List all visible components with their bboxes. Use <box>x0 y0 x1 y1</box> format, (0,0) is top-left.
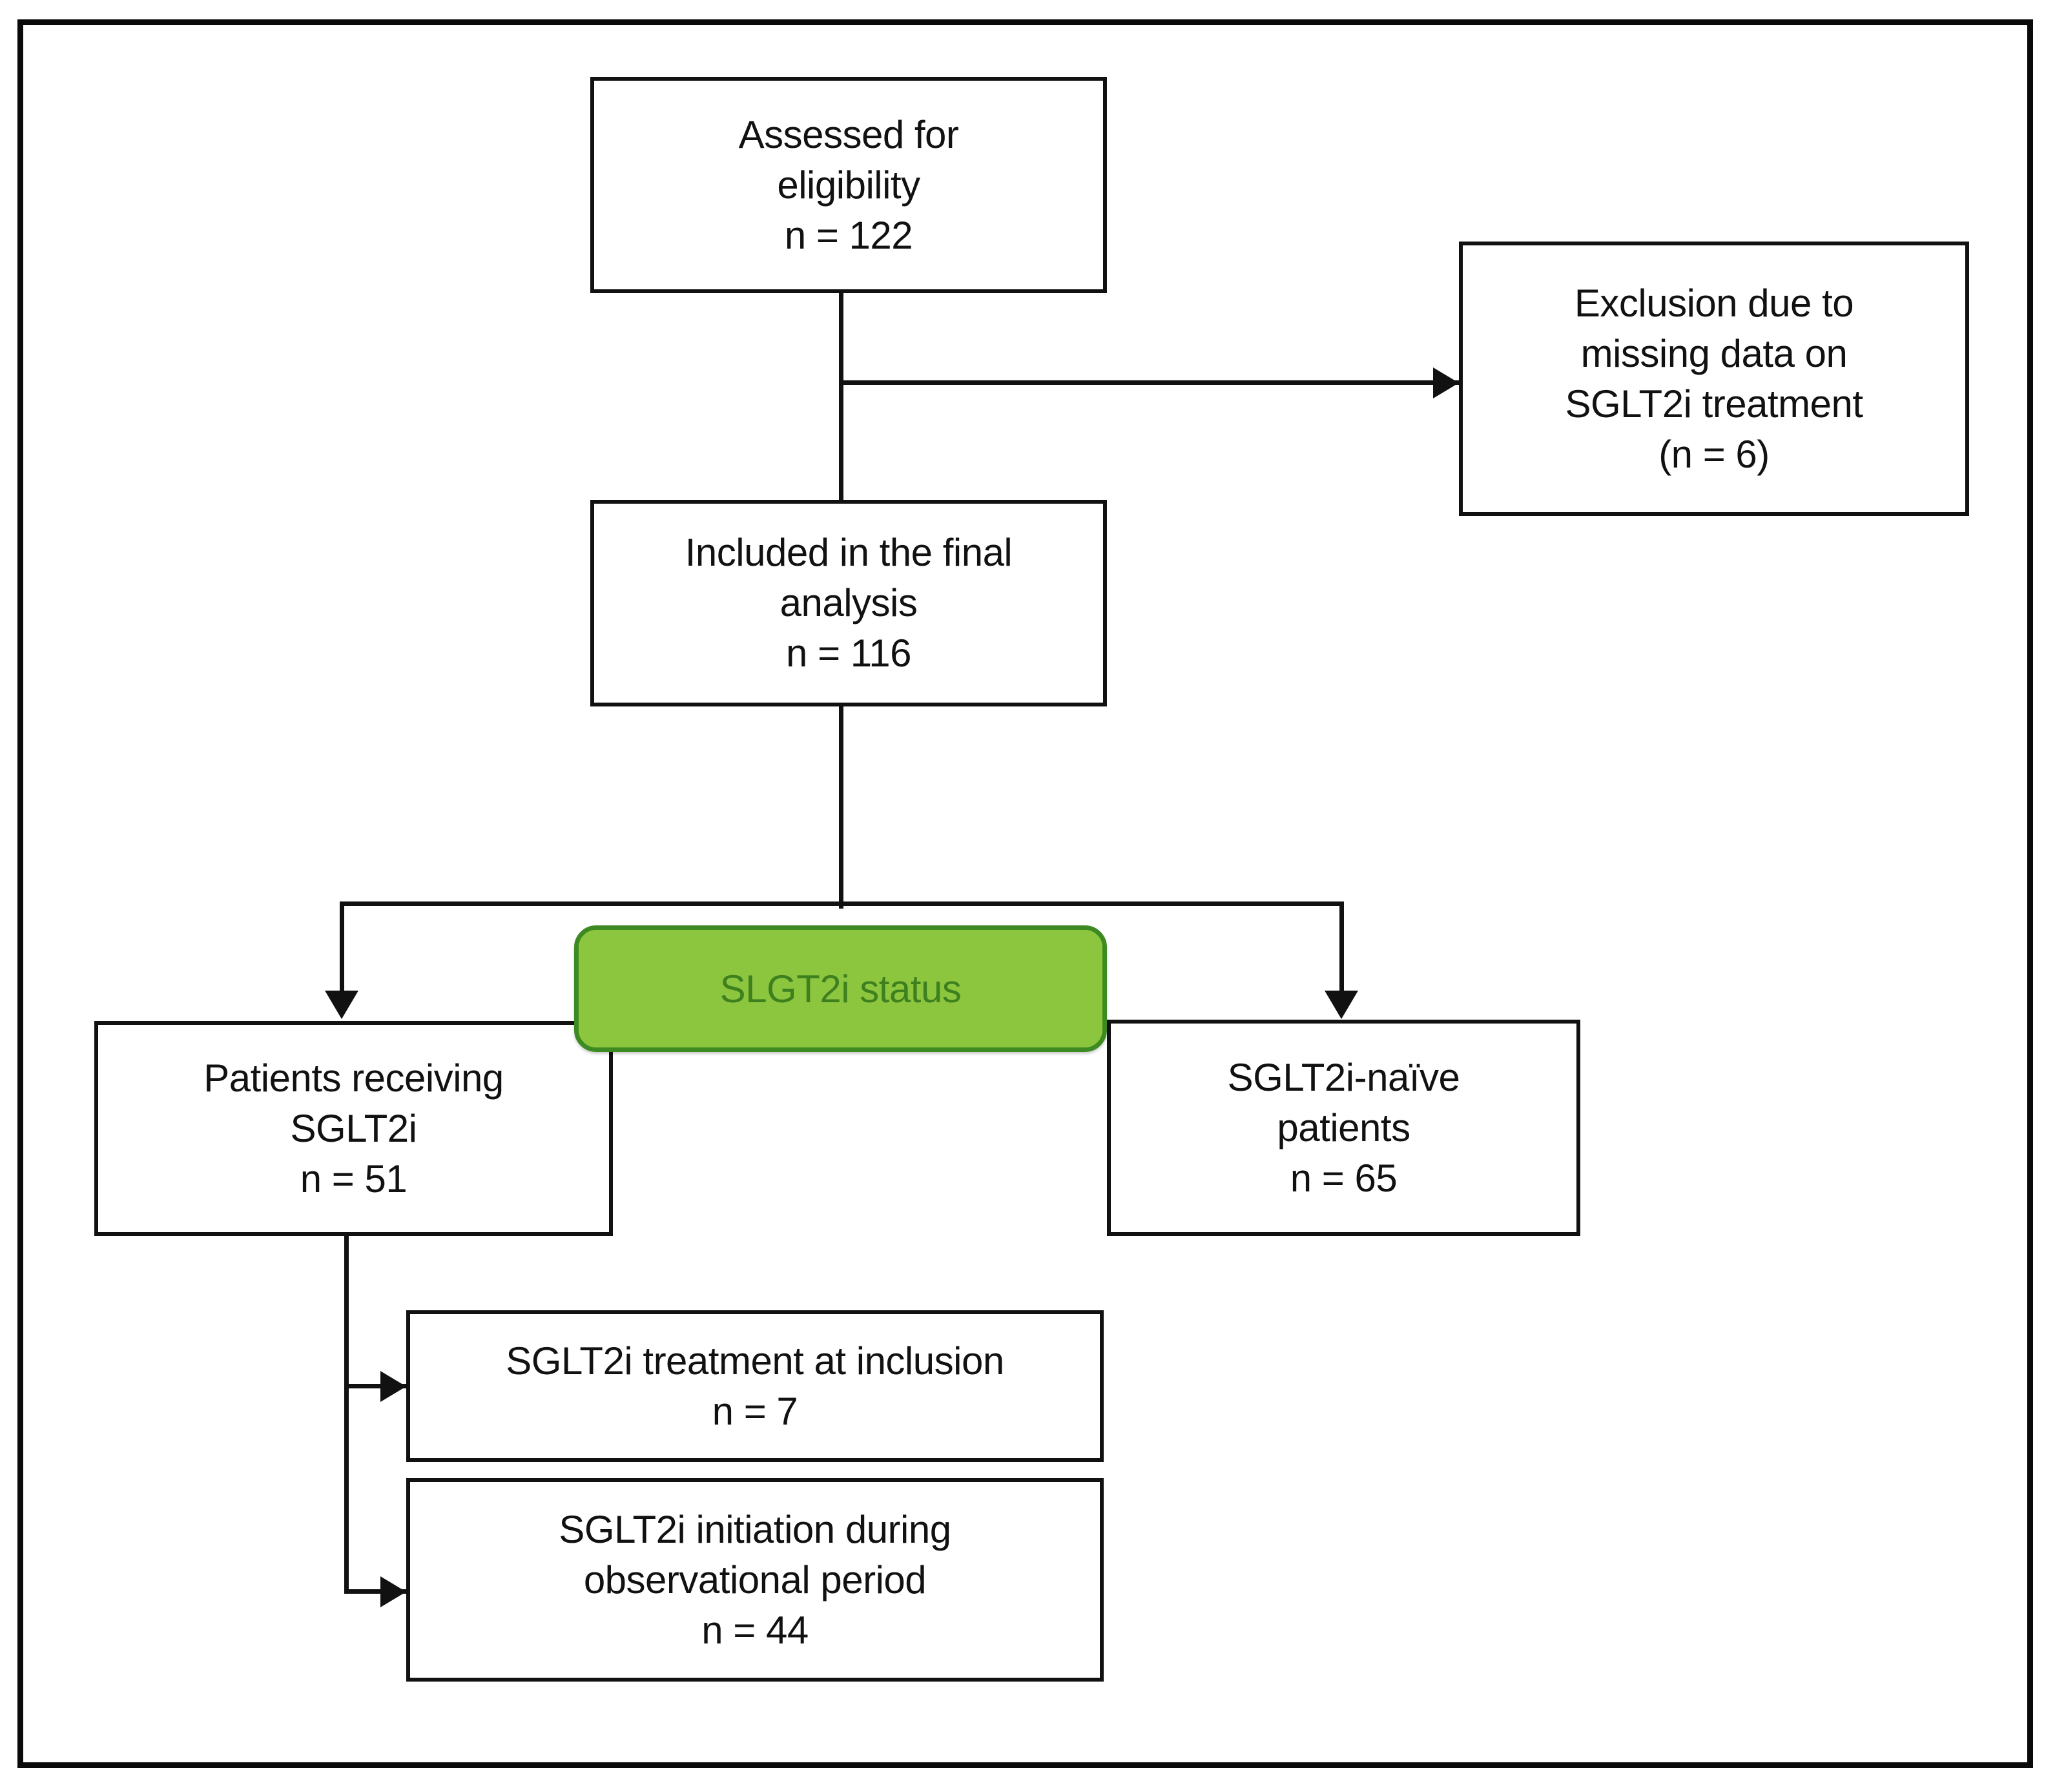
node-sglt2i-initiation-observational[interactable]: SGLT2i initiation during observational p… <box>406 1478 1104 1682</box>
connector-receiving-spine <box>344 1236 349 1591</box>
arrowhead-to-initiation <box>380 1576 406 1607</box>
node-exclusion-label: Exclusion due to missing data on SGLT2i … <box>1565 281 1863 476</box>
node-included-label: Included in the final analysis n = 116 <box>685 531 1013 675</box>
connector-receiving-to-initiation <box>344 1589 409 1594</box>
node-at-inclusion-label: SGLT2i treatment at inclusion n = 7 <box>506 1339 1004 1433</box>
node-included-final-analysis[interactable]: Included in the final analysis n = 116 <box>590 500 1107 706</box>
arrowhead-to-naive <box>1325 991 1358 1019</box>
arrowhead-to-at-inclusion <box>380 1371 406 1402</box>
node-patients-receiving-sglt2i[interactable]: Patients receiving SGLT2i n = 51 <box>94 1021 613 1236</box>
node-assessed-label: Assessed for eligibility n = 122 <box>738 112 959 257</box>
node-decision-label: SLGT2i status <box>719 967 962 1011</box>
node-assessed-for-eligibility[interactable]: Assessed for eligibility n = 122 <box>590 77 1107 293</box>
node-sglt2i-naive-patients[interactable]: SGLT2i-naïve patients n = 65 <box>1107 1020 1580 1236</box>
connector-assessed-to-exclusion <box>839 380 1459 385</box>
connector-split-right-drop <box>1339 901 1344 992</box>
node-sglt2i-status-decision[interactable]: SLGT2i status <box>574 925 1107 1052</box>
connector-receiving-to-at-inclusion <box>344 1384 409 1388</box>
node-exclusion-missing-data[interactable]: Exclusion due to missing data on SGLT2i … <box>1459 242 1969 516</box>
connector-included-to-split <box>839 702 843 909</box>
node-receiving-label: Patients receiving SGLT2i n = 51 <box>203 1056 504 1200</box>
node-initiation-label: SGLT2i initiation during observational p… <box>559 1507 951 1652</box>
arrowhead-to-receiving <box>325 991 358 1019</box>
connector-split-bar <box>340 901 1344 906</box>
connector-split-left-drop <box>340 901 344 992</box>
connector-assessed-to-included <box>839 289 843 502</box>
arrowhead-to-exclusion <box>1433 367 1459 398</box>
node-sglt2i-treatment-at-inclusion[interactable]: SGLT2i treatment at inclusion n = 7 <box>406 1310 1104 1462</box>
node-naive-label: SGLT2i-naïve patients n = 65 <box>1227 1055 1460 1200</box>
figure-frame: Assessed for eligibility n = 122 Exclusi… <box>17 19 2033 1768</box>
